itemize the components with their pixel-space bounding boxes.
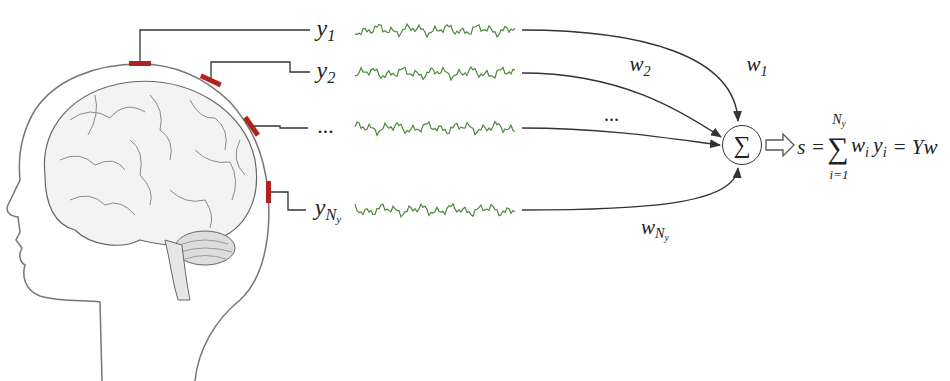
symbol-subscript: i — [883, 144, 887, 160]
signal-name: y1 — [317, 16, 336, 44]
symbol-base: y — [317, 15, 328, 41]
ellipsis: ... — [605, 104, 620, 124]
symbol-base: y — [873, 133, 882, 157]
weight-arrows — [522, 30, 738, 210]
symbol-subscript: 1 — [327, 26, 335, 45]
output-arrow — [766, 134, 794, 156]
cerebellum-folds — [180, 240, 232, 259]
eeg-trace — [355, 67, 515, 80]
eeg-trace — [355, 24, 515, 37]
symbol-base: y — [315, 194, 326, 220]
head-outline — [7, 64, 269, 381]
symbol-subscript: 1 — [760, 63, 767, 79]
sum-symbol: ∑ — [733, 133, 750, 157]
symbol-subscript: y — [665, 232, 669, 243]
symbol-base: w — [746, 52, 760, 76]
signal-name: y2 — [317, 58, 336, 86]
symbol-subscript: Ny — [655, 225, 669, 241]
formula-part: wi — [851, 135, 869, 159]
weight-name: wNy — [641, 217, 669, 243]
symbol-subscript: y — [336, 213, 341, 225]
symbol-subscript: y — [842, 119, 846, 129]
signal-name: yNy — [315, 195, 341, 225]
formula-part: = Yw — [892, 137, 937, 158]
brainstem — [165, 240, 190, 300]
summing-circle: ∑ — [722, 125, 762, 165]
ellipsis: ... — [318, 115, 335, 137]
electrodes — [129, 61, 271, 203]
brain-gyri — [60, 95, 245, 228]
formula-part: s = — [797, 137, 825, 158]
symbol-base: w — [641, 215, 655, 239]
formula-part: yi — [873, 135, 886, 159]
symbol-subscript: i — [865, 144, 869, 160]
symbol-subscript: 2 — [327, 68, 335, 87]
weight-name: w2 — [629, 54, 650, 78]
eeg-trace — [355, 204, 515, 217]
eeg-signals — [355, 24, 515, 217]
formula-sum-sign: ∑ — [827, 133, 848, 163]
brain — [44, 81, 256, 245]
symbol-base: N — [655, 225, 665, 241]
symbol-base: w — [851, 133, 865, 157]
symbol-base: N — [325, 205, 336, 224]
electrode-wires — [140, 30, 310, 210]
symbol-base: N — [832, 112, 841, 127]
symbol-subscript: 2 — [643, 63, 650, 79]
weight-name: w1 — [746, 54, 767, 78]
formula-upper-limit: Ny — [832, 113, 846, 129]
eeg-trace — [355, 122, 515, 136]
formula-lower-limit: i=1 — [830, 168, 849, 181]
symbol-base: w — [629, 52, 643, 76]
symbol-base: y — [317, 57, 328, 83]
symbol-subscript: Ny — [325, 205, 341, 224]
